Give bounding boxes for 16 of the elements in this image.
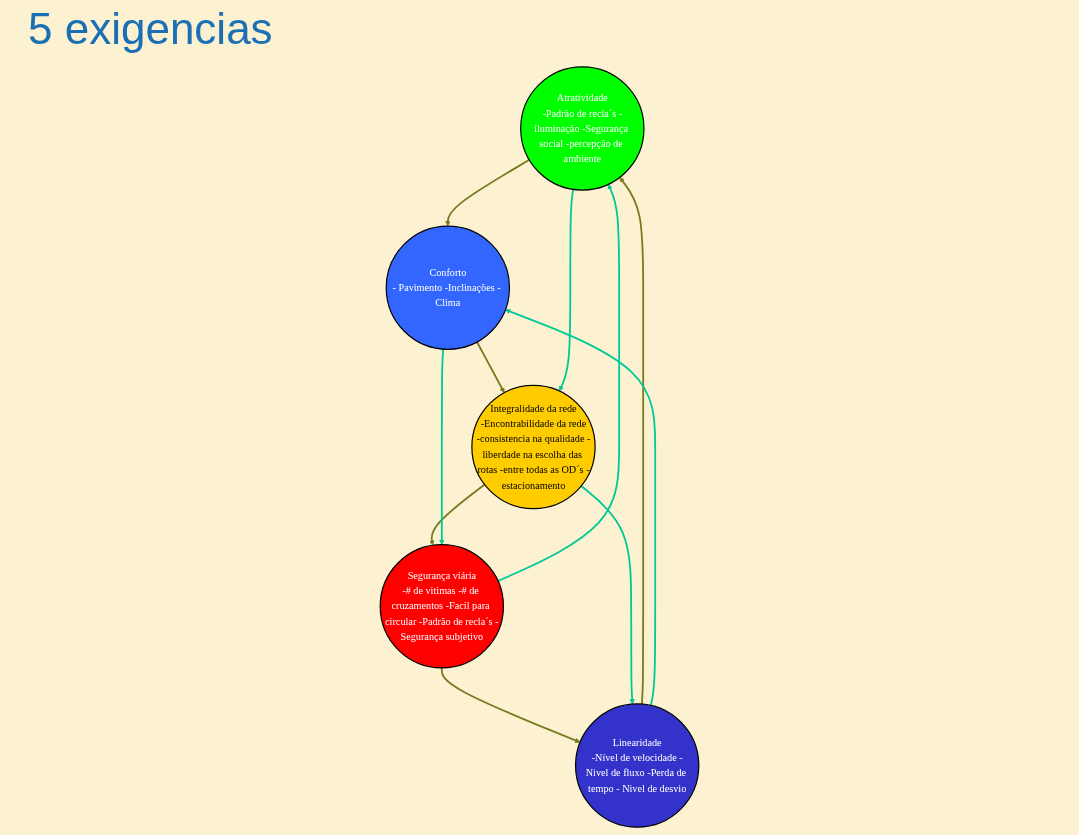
arrow [440,667,581,743]
arrow [429,483,486,546]
node-circle: Segurança viária -# de vitimas -# de cruzamentos -Facil para circular -Padrão de recla´s -Segurança subjetivo [379,544,505,669]
arrow [439,348,445,545]
arrow [580,485,635,705]
arrow [619,177,645,706]
arrow [476,341,505,393]
arrow [558,188,575,392]
node-circle: Atratividade -Padrão de recla´s -iluminação -Segurança social -percepção de ambiente [520,66,645,191]
node-circle: Conforto - Pavimento -Inclinações - Clima [385,225,511,350]
arrow [505,309,657,707]
arrow [445,158,531,227]
node-circle: Integralidade da rede -Encontrabilidade da rede -consistencia na qualidade -liberdade na escolha das rotas -entre todas as OD´s -estacionamento [471,384,596,510]
arrow [497,184,621,582]
title: 5 exigencias [28,4,273,54]
node-circle: Linearidade -Nível de velocidade -Nivel de fluxo -Perda de tempo - Nivel de desvio [574,703,700,828]
